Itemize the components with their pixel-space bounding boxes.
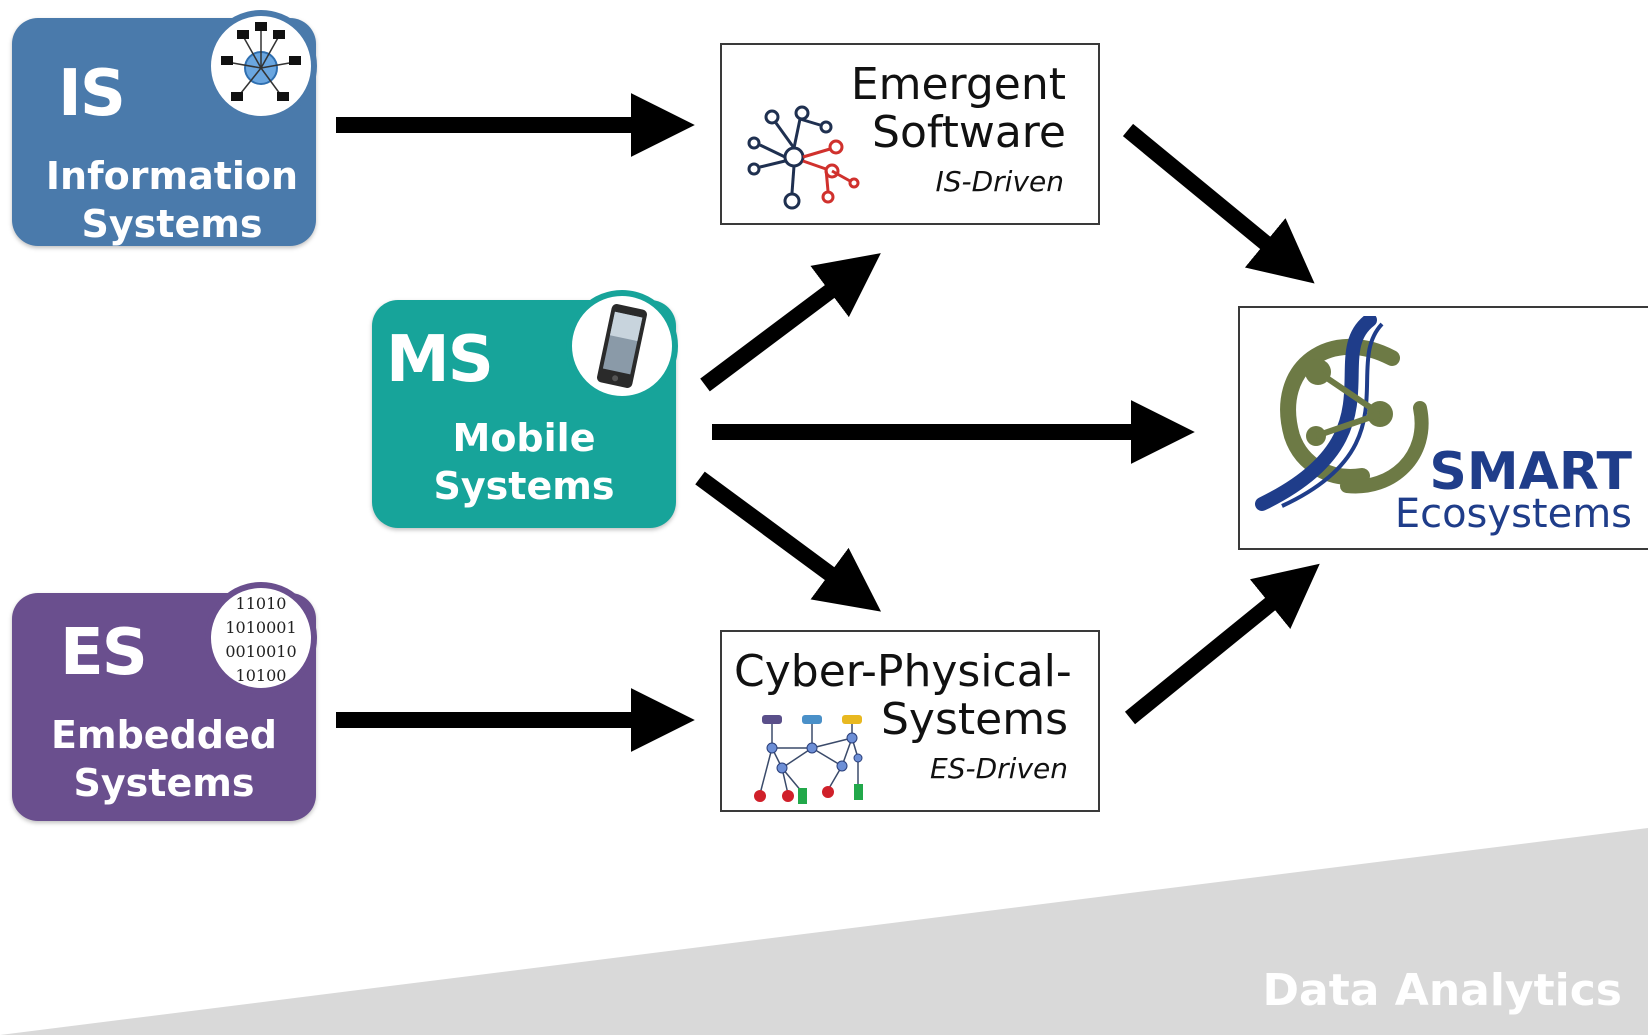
es-badge: 11010 1010001 0010010 10100 [205, 582, 317, 694]
emergent-subtitle: IS-Driven [935, 165, 1064, 198]
information-systems-tile: IS Information Systems [12, 18, 316, 246]
emergent-title-line2: Software [872, 107, 1066, 158]
arrow-ms-to-cps [695, 471, 882, 612]
smart-ecosystems-box: SMART Ecosystems [1238, 306, 1648, 550]
cps-title-line2: Systems [881, 694, 1068, 745]
data-analytics-label: Data Analytics [1262, 965, 1622, 1016]
is-abbreviation: IS [58, 57, 126, 131]
node-graph-icon [747, 105, 860, 210]
ms-badge [566, 290, 678, 402]
emergent-title-line1: Emergent [850, 59, 1066, 110]
ms-name: Mobile Systems [433, 416, 615, 508]
network-globe-icon [221, 22, 301, 101]
arrow-ms-to-emergent [700, 253, 881, 392]
ms-abbreviation: MS [386, 323, 494, 397]
cyber-physical-systems-box: Cyber-Physical- Systems ES-Driven [720, 630, 1100, 812]
ecosystems-title: Ecosystems [1394, 491, 1632, 537]
arrow-emergent-to-smart [1122, 123, 1315, 284]
cps-subtitle: ES-Driven [930, 752, 1068, 785]
is-name: Information Systems [45, 154, 299, 246]
smartphone-icon [597, 304, 647, 388]
es-abbreviation: ES [60, 616, 148, 690]
es-name: Embedded Systems [51, 713, 277, 805]
mobile-systems-tile: MS Mobile Systems [372, 300, 676, 528]
binary-code-icon: 11010 1010001 0010010 10100 [213, 590, 309, 686]
smart-logo-icon [1255, 316, 1429, 511]
smart-title: SMART [1429, 442, 1632, 502]
is-badge [205, 10, 317, 122]
device-network-icon [754, 715, 863, 804]
arrow-cps-to-smart [1124, 563, 1320, 725]
emergent-software-box: Emergent Software IS-Driven [720, 43, 1100, 225]
cps-title-line1: Cyber-Physical- [734, 646, 1072, 697]
